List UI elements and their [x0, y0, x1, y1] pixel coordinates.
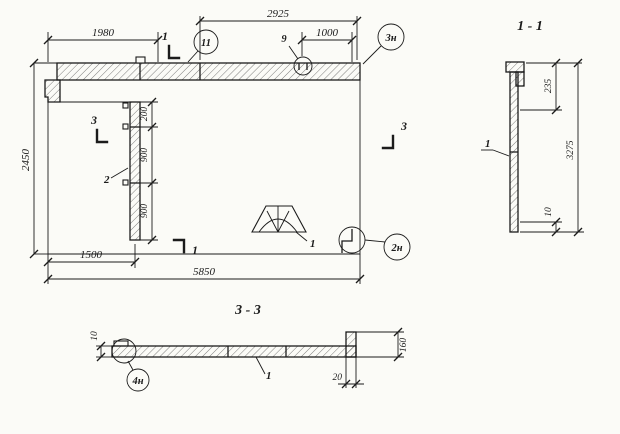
s33-part-label-1: 1 [266, 370, 272, 382]
section-mark-3-right-tick [381, 134, 395, 150]
weld-mark [122, 123, 129, 130]
callout-9: 9 [281, 34, 287, 45]
s33-left-detail-circle [111, 338, 137, 364]
plan-rib [129, 101, 141, 241]
plan-callouts: 11 9 3н 2н 1 2 1 1 3 3 [90, 23, 411, 261]
section-mark-3-left: 3 [90, 113, 97, 127]
plan-geometry [44, 56, 366, 255]
weld-mark [122, 179, 129, 186]
plan-view: 2925 1980 1000 2450 [20, 8, 411, 284]
section-mark-3-right: 3 [400, 119, 407, 133]
part-label-1: 1 [310, 238, 316, 250]
dim-1000: 1000 [316, 27, 339, 39]
plan-panel-outline [47, 80, 361, 255]
callout-2n: 2н [390, 243, 402, 254]
arch-spokes [266, 206, 290, 233]
dim-1500: 1500 [80, 249, 103, 261]
plan-top-beam [56, 62, 361, 81]
s33-dim-160: 160 [399, 338, 409, 353]
section-mark-1-top: 1 [162, 29, 168, 43]
balloon-2n [383, 233, 411, 261]
section-mark-1-bottom-tick [172, 238, 186, 254]
section-3-3: 3 - 3 4н 1 10 160 20 [90, 303, 409, 392]
s11-dim-235: 235 [544, 79, 554, 94]
section-1-1: 1 - 1 1 235 3275 10 [481, 19, 584, 237]
section-mark-1-bottom: 1 [192, 243, 198, 257]
section-3-3-title: 3 - 3 [234, 303, 261, 318]
callout-11: 11 [201, 38, 211, 49]
dim-2450: 2450 [20, 149, 32, 172]
callout-3n: 3н [384, 33, 396, 44]
s11-dim-3275: 3275 [566, 140, 576, 160]
dim-2925: 2925 [267, 8, 290, 20]
loop-detail-circle [293, 56, 313, 76]
dim-200: 200 [140, 107, 150, 122]
dim-900a: 900 [140, 148, 150, 163]
balloon-3n [377, 23, 405, 51]
s33-dim-20: 20 [333, 373, 343, 383]
balloon-4n [126, 368, 150, 392]
dim-5850: 5850 [193, 266, 216, 278]
callout-4n: 4н [131, 376, 143, 387]
s11-flange [505, 61, 525, 73]
beam-top-notch [135, 56, 146, 64]
s33-right-lip [345, 331, 357, 358]
balloon-11 [193, 29, 219, 55]
section-mark-3-left-tick [95, 128, 109, 144]
part-label-2: 2 [103, 174, 110, 186]
plan-dimensions: 2925 1980 1000 2450 [20, 8, 365, 284]
corner-step [341, 229, 353, 253]
s33-slab [111, 345, 357, 358]
s11-dim-10: 10 [544, 207, 554, 217]
plan-corner-block [44, 79, 61, 103]
section-1-1-title: 1 - 1 [517, 19, 543, 34]
weld-mark [122, 102, 129, 109]
s11-part-label-1: 1 [485, 138, 491, 150]
s33-dim-10: 10 [90, 331, 100, 341]
dim-900b: 900 [140, 204, 150, 219]
dim-1980: 1980 [92, 27, 115, 39]
section-mark-1-top-tick [167, 44, 181, 60]
